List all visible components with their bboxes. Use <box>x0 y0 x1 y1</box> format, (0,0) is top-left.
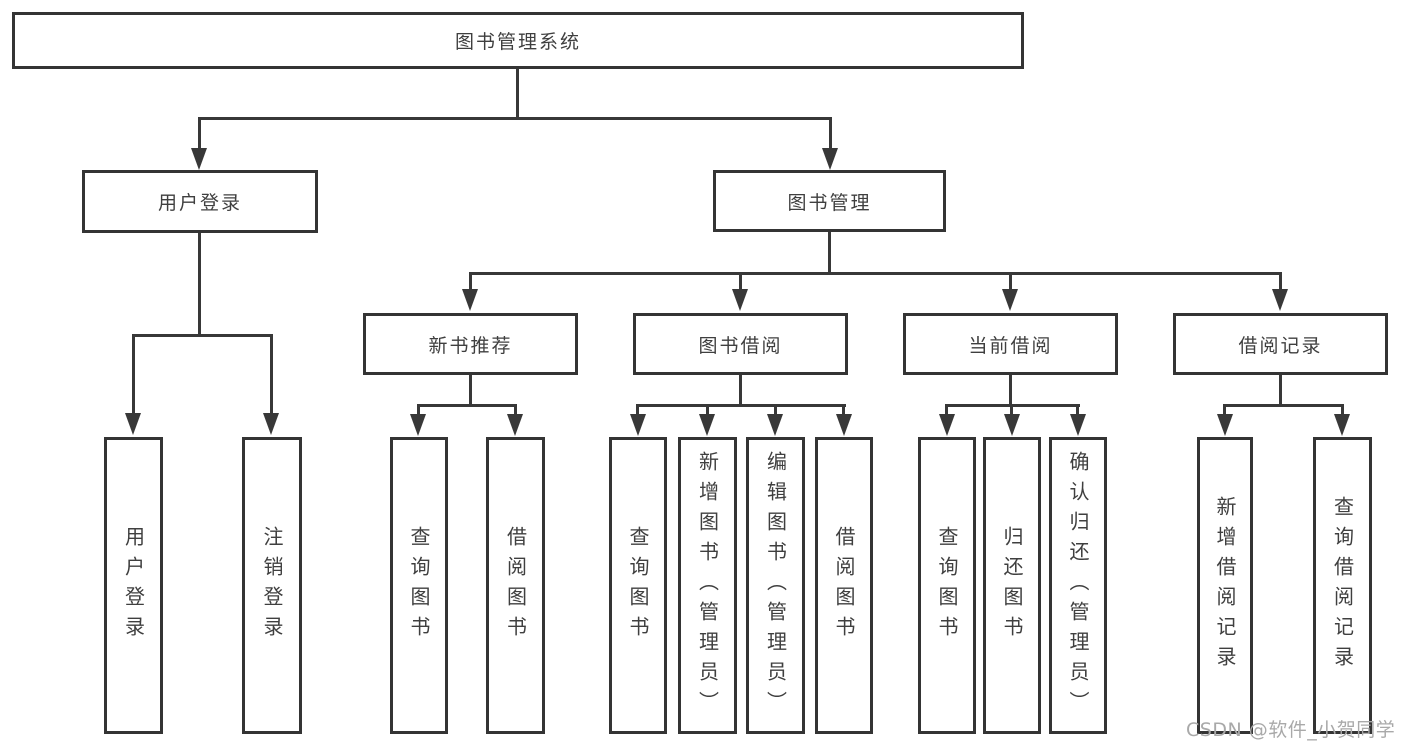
connector-new-book-trunk <box>469 375 472 406</box>
connector-stem-leaf-logout <box>270 334 273 415</box>
leaf-logout-login: 注销登录 <box>242 437 302 734</box>
leaf-borrow-books: 借阅图书 <box>815 437 873 734</box>
arrow-down-icon <box>410 414 426 436</box>
connector-current-borrow-trunk <box>1009 375 1012 406</box>
connector-stem <box>842 404 845 416</box>
connector-stem <box>1341 404 1344 416</box>
leaf-borrow-books-recommend: 借阅图书 <box>486 437 545 734</box>
node-borrowing-records: 借阅记录 <box>1173 313 1388 375</box>
connector-stem <box>636 404 639 416</box>
arrow-down-icon <box>699 414 715 436</box>
connector-book-management-branch <box>469 272 1282 275</box>
connector-stem <box>417 404 420 416</box>
leaf-query-books-current: 查询图书 <box>918 437 976 734</box>
node-book-management: 图书管理 <box>713 170 946 232</box>
connector-user-login-trunk <box>198 233 201 336</box>
connector-root-branch <box>198 117 832 120</box>
node-user-login: 用户登录 <box>82 170 318 233</box>
connector-stem-leaf-user-login <box>132 334 135 415</box>
connector-stem <box>1010 404 1013 416</box>
leaf-edit-books-admin: 编辑图书（管理员） <box>746 437 805 734</box>
arrow-down-icon <box>939 414 955 436</box>
arrow-down-icon <box>822 148 838 170</box>
arrow-down-icon <box>263 413 279 435</box>
connector-borrow-records-branch <box>1223 404 1344 407</box>
arrow-down-icon <box>1002 289 1018 311</box>
arrow-down-icon <box>507 414 523 436</box>
leaf-return-books: 归还图书 <box>983 437 1041 734</box>
arrow-down-icon <box>732 289 748 311</box>
leaf-user-login: 用户登录 <box>104 437 163 734</box>
connector-stem-new-book-recommend <box>469 272 472 291</box>
connector-user-login-branch <box>132 334 273 337</box>
node-current-borrowing: 当前借阅 <box>903 313 1118 375</box>
arrow-down-icon <box>630 414 646 436</box>
arrow-down-icon <box>1217 414 1233 436</box>
arrow-down-icon <box>1004 414 1020 436</box>
connector-book-management-trunk <box>828 232 831 274</box>
leaf-confirm-return-admin: 确认归还（管理员） <box>1049 437 1107 734</box>
arrow-down-icon <box>462 289 478 311</box>
node-library-management-system: 图书管理系统 <box>12 12 1024 69</box>
arrow-down-icon <box>767 414 783 436</box>
arrow-down-icon <box>125 413 141 435</box>
arrow-down-icon <box>836 414 852 436</box>
connector-stem-user-login <box>198 117 201 148</box>
leaf-add-borrow-record: 新增借阅记录 <box>1197 437 1253 734</box>
leaf-query-borrow-record: 查询借阅记录 <box>1313 437 1372 734</box>
connector-stem-book-borrow <box>739 272 742 291</box>
connector-stem-borrow-records <box>1279 272 1282 291</box>
node-book-borrowing: 图书借阅 <box>633 313 848 375</box>
connector-book-borrow-trunk <box>739 375 742 406</box>
connector-new-book-branch <box>417 404 517 407</box>
connector-book-borrow-branch <box>636 404 846 407</box>
arrow-down-icon <box>1070 414 1086 436</box>
csdn-watermark: CSDN @软件_小贺同学 <box>1186 719 1396 741</box>
leaf-query-books-recommend: 查询图书 <box>390 437 448 734</box>
connector-stem <box>706 404 709 416</box>
connector-stem-current-borrow <box>1009 272 1012 291</box>
connector-root-trunk <box>516 69 519 118</box>
arrow-down-icon <box>1272 289 1288 311</box>
arrow-down-icon <box>191 148 207 170</box>
leaf-add-books-admin: 新增图书（管理员） <box>678 437 737 734</box>
arrow-down-icon <box>1334 414 1350 436</box>
leaf-query-books-borrow: 查询图书 <box>609 437 667 734</box>
connector-stem <box>945 404 948 416</box>
connector-stem <box>1223 404 1226 416</box>
connector-stem <box>774 404 777 416</box>
connector-borrow-records-trunk <box>1279 375 1282 406</box>
connector-stem <box>514 404 517 416</box>
connector-stem <box>1076 404 1079 416</box>
node-new-book-recommendation: 新书推荐 <box>363 313 578 375</box>
connector-stem-book-management <box>829 117 832 148</box>
